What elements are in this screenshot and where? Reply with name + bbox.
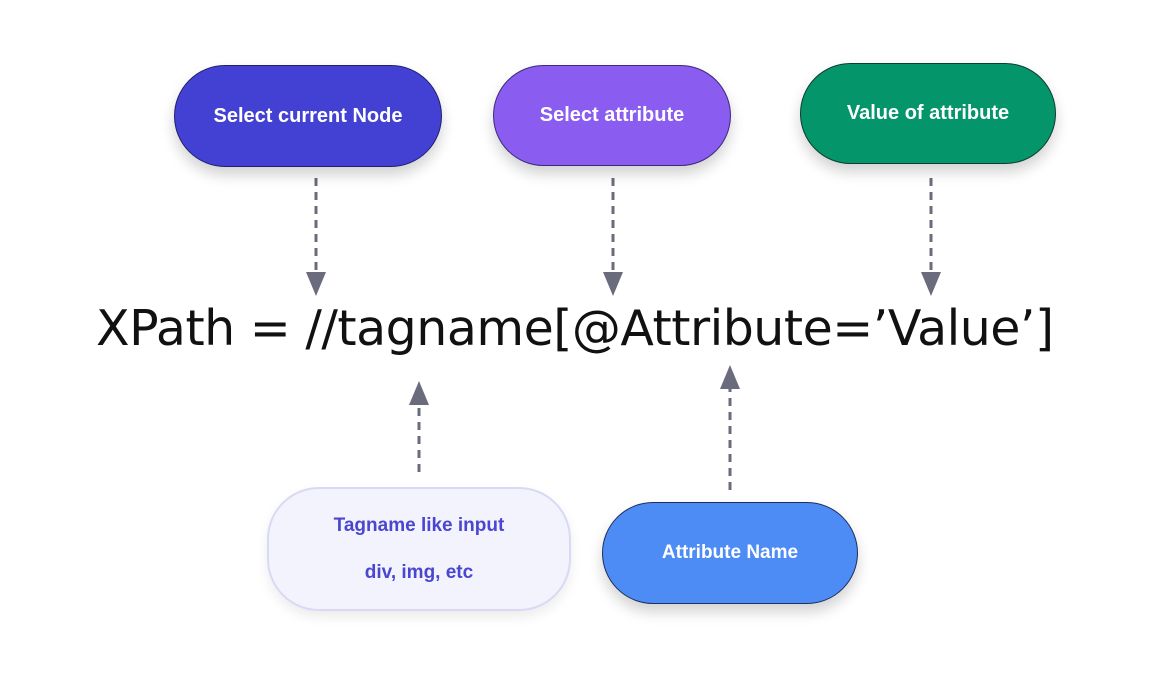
arrow-tagname-head — [409, 381, 429, 405]
select-attribute-label: Select attribute — [539, 104, 685, 126]
attribute-name-label: Attribute Name — [661, 542, 799, 563]
value-of-attribute-label: Value of attribute — [846, 102, 1010, 124]
value-of-attribute-callout: Value of attribute — [800, 63, 1056, 164]
arrow-select-attr-head — [603, 272, 623, 296]
xpath-formula: XPath = //tagname[@Attribute=’Value’] — [96, 300, 1054, 357]
select-attribute-callout: Select attribute — [493, 65, 731, 166]
tagname-callout: Tagname like input div, img, etc — [267, 487, 571, 611]
tagname-label-line2: div, img, etc — [364, 561, 474, 583]
arrow-value-attr-head — [921, 272, 941, 296]
select-current-node-callout: Select current Node — [174, 65, 442, 167]
arrow-attr-name-head — [720, 365, 740, 389]
tagname-label-line1: Tagname like input — [333, 514, 505, 536]
select-current-node-label: Select current Node — [213, 104, 403, 127]
attribute-name-callout: Attribute Name — [602, 502, 858, 604]
arrow-select-node-head — [306, 272, 326, 296]
